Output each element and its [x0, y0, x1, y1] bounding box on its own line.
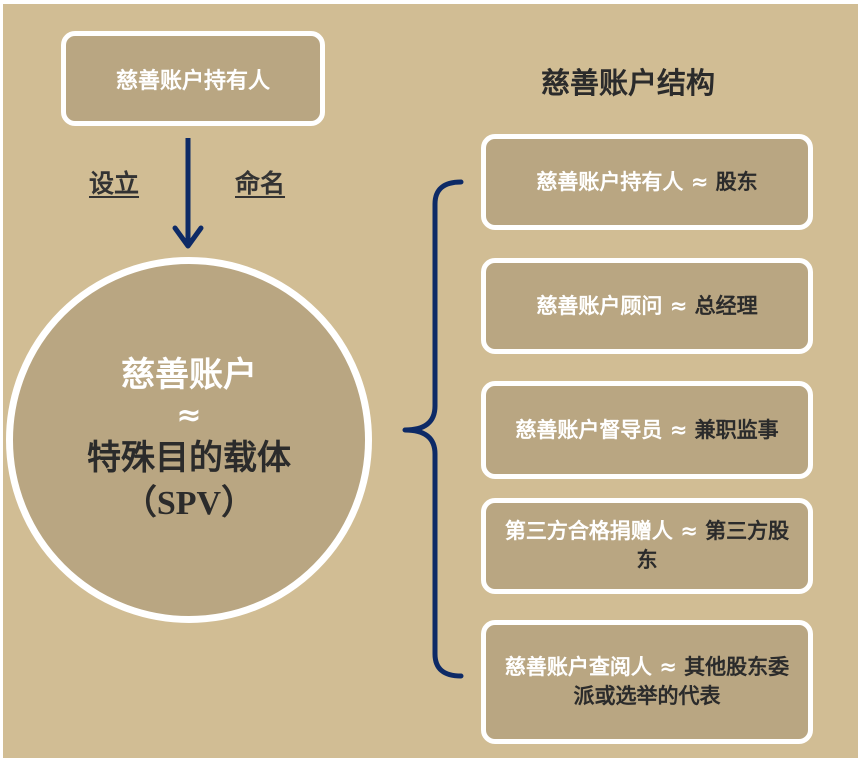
holder-box: 慈善账户持有人: [61, 31, 325, 126]
structure-item-text: 慈善账户督导员 ≈ 兼职监事: [515, 416, 778, 445]
structure-item-equivalent: 其他股东委派或选举的代表: [573, 655, 790, 708]
structure-item-approx: ≈: [662, 293, 695, 318]
structure-item-approx: ≈: [651, 655, 685, 679]
structure-item-role: 慈善账户督导员: [515, 417, 663, 442]
structure-item-text: 慈善账户顾问 ≈ 总经理: [536, 292, 757, 321]
structure-item: 慈善账户查阅人 ≈ 其他股东委派或选举的代表: [481, 620, 813, 744]
circle-title: 慈善账户: [121, 355, 257, 395]
structure-item-approx: ≈: [662, 417, 695, 442]
establish-label: 设立: [89, 169, 140, 198]
circle-subtitle: 特殊目的载体: [87, 438, 291, 478]
holder-label: 慈善账户持有人: [115, 68, 270, 94]
structure-item-text: 第三方合格捐赠人 ≈ 第三方股东: [502, 517, 792, 575]
structure-item-role: 慈善账户查阅人: [504, 655, 652, 679]
structure-item: 慈善账户顾问 ≈ 总经理: [481, 258, 813, 354]
structure-item: 慈善账户督导员 ≈ 兼职监事: [481, 381, 813, 479]
circle-spv-label: （SPV）: [122, 485, 256, 522]
structure-item-text: 慈善账户持有人 ≈ 股东: [536, 168, 757, 197]
naming-label: 命名: [235, 169, 286, 198]
structure-item: 第三方合格捐赠人 ≈ 第三方股东: [481, 498, 813, 594]
diagram-canvas: 慈善账户持有人 设立 命名 慈善账户 ≈ 特殊目的载体 （SPV） 慈善账户结构…: [3, 4, 858, 758]
structure-item-text: 慈善账户查阅人 ≈ 其他股东委派或选举的代表: [502, 653, 792, 711]
structure-item-role: 第三方合格捐赠人: [504, 519, 673, 543]
curly-brace: [402, 179, 464, 679]
structure-item-role: 慈善账户持有人: [536, 169, 684, 194]
structure-item-role: 慈善账户顾问: [536, 293, 663, 318]
structure-title: 慈善账户结构: [540, 66, 715, 100]
structure-item-approx: ≈: [672, 519, 706, 543]
spv-circle: 慈善账户 ≈ 特殊目的载体 （SPV）: [6, 257, 372, 623]
structure-item-equivalent: 股东: [715, 169, 758, 194]
structure-item-equivalent: 总经理: [694, 293, 758, 318]
arrow-head: [172, 225, 204, 249]
structure-item: 慈善账户持有人 ≈ 股东: [481, 134, 813, 230]
structure-item-equivalent: 第三方股东: [636, 519, 790, 572]
structure-item-equivalent: 兼职监事: [694, 417, 779, 442]
structure-item-approx: ≈: [683, 169, 716, 194]
circle-approx-sign: ≈: [176, 398, 202, 433]
